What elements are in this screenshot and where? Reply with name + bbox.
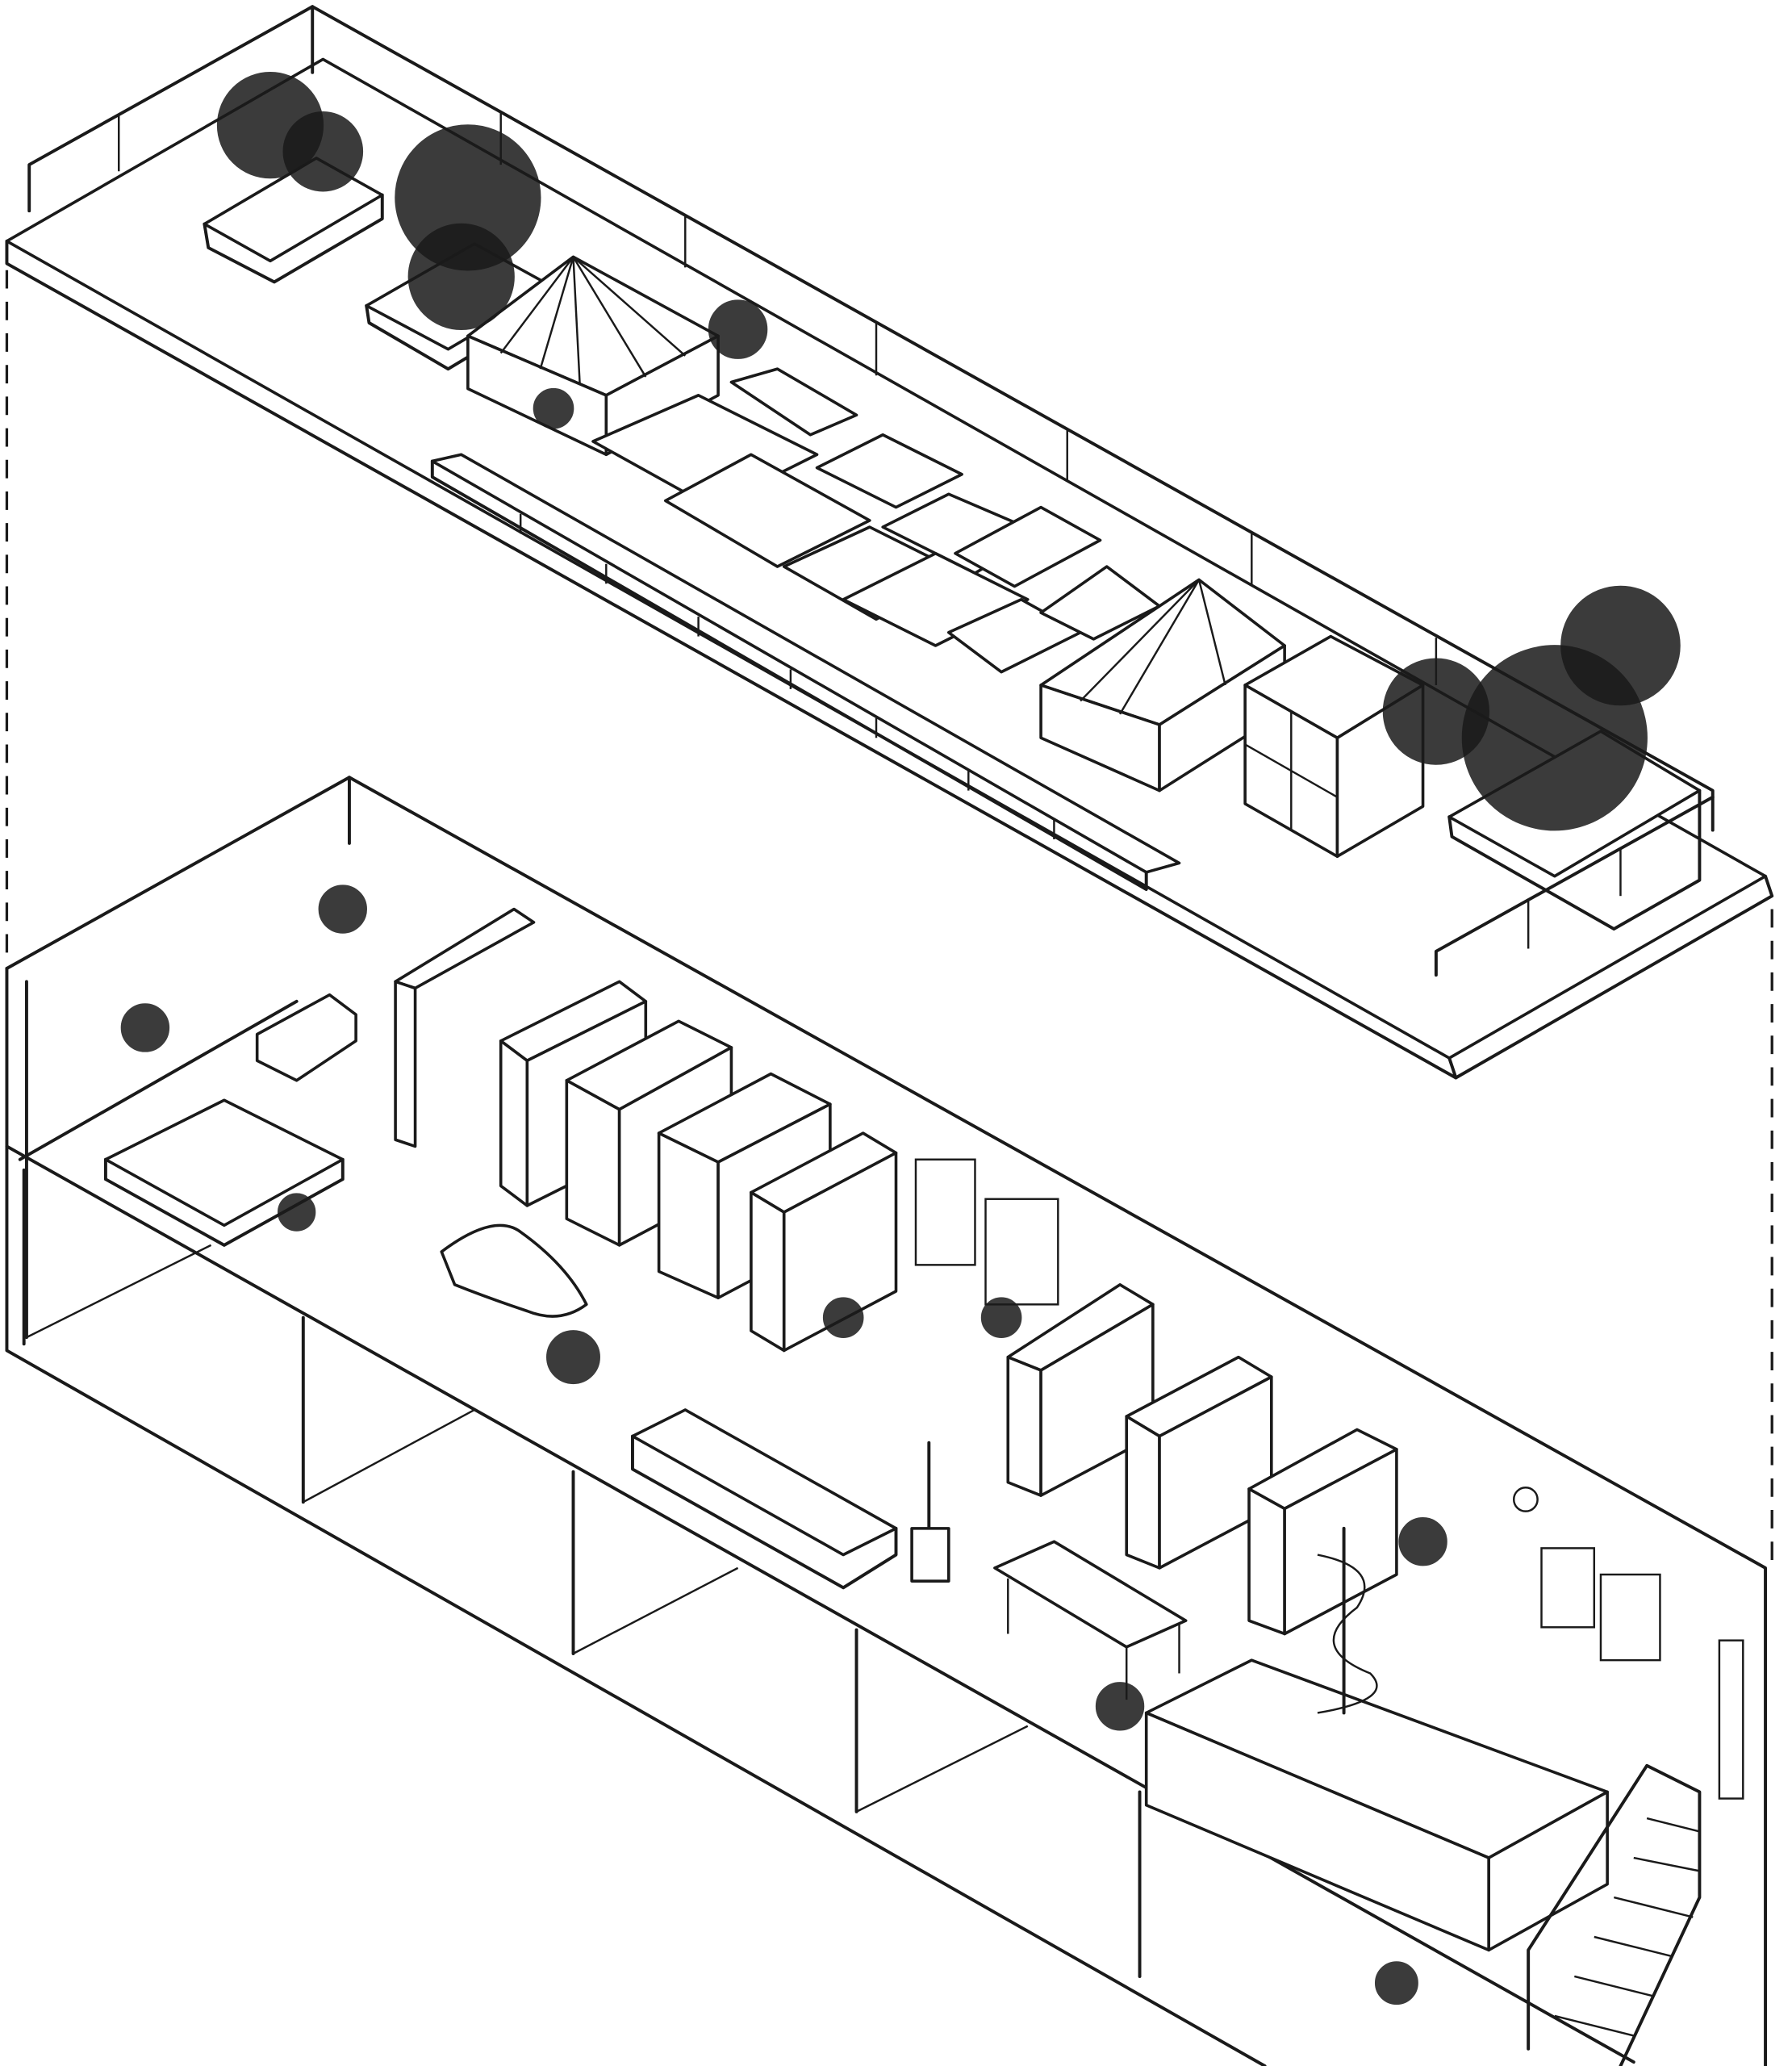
wall-pictures bbox=[914, 1158, 1744, 1800]
wardrobes bbox=[394, 907, 1398, 1636]
ground-floor-bays bbox=[26, 1244, 1142, 1978]
kitchen-island bbox=[1144, 1658, 1609, 1952]
tree-foliage bbox=[216, 71, 1681, 831]
hide-rug bbox=[440, 1223, 588, 1318]
stairs bbox=[1527, 1763, 1702, 2066]
floor-slab bbox=[5, 1144, 1635, 2064]
back-wall bbox=[5, 776, 1768, 2066]
wood-stove bbox=[910, 1441, 950, 1583]
roof-pavers bbox=[591, 367, 1161, 674]
bathtub bbox=[255, 993, 357, 1082]
roof-bench bbox=[430, 453, 1181, 891]
dining-table bbox=[993, 1540, 1188, 1700]
spiral-stair bbox=[1317, 1526, 1378, 1715]
bed bbox=[103, 1098, 345, 1247]
sofa bbox=[631, 1408, 898, 1590]
roof-terrace bbox=[5, 5, 1774, 1080]
living-floor bbox=[5, 776, 1768, 2066]
potted-plants bbox=[120, 885, 1447, 2005]
floor-edge bbox=[5, 967, 1267, 2066]
